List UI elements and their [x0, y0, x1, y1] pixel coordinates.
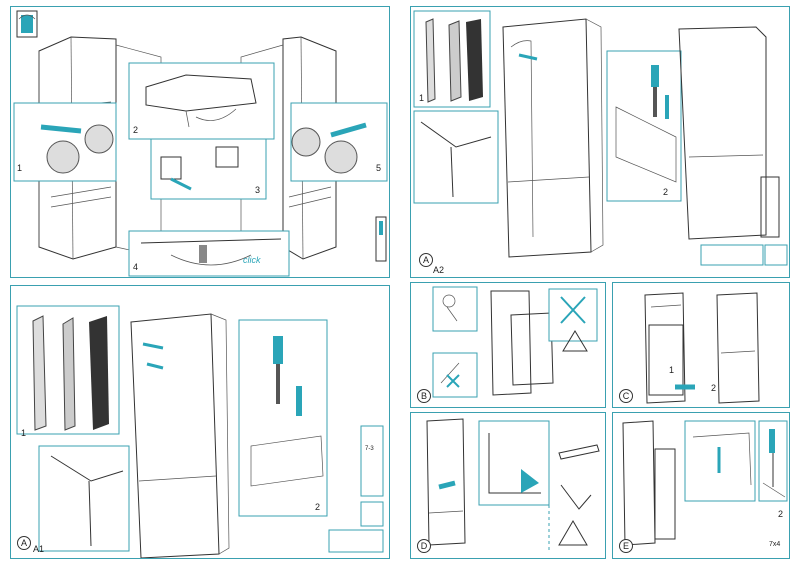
panel-D: D: [410, 412, 606, 559]
step-label-2: 2: [133, 125, 139, 135]
E-letter-badge: E: [619, 539, 633, 553]
panel-B: B: [410, 282, 606, 408]
A1-part-code: 7-3: [365, 446, 374, 452]
panel-A2: 1 2 A A2: [410, 6, 790, 278]
right-cabinet-drawing-A2: [678, 26, 780, 240]
A2-letter-badge: A: [419, 253, 433, 267]
A1-section-1: 1: [21, 428, 27, 438]
step-label-4: 4: [133, 262, 139, 272]
step-label-3: 3: [255, 185, 261, 195]
step-label-1: 1: [17, 163, 23, 173]
A1-section-2: 2: [315, 502, 321, 512]
E-step-2: 2: [778, 509, 784, 519]
A1-fridge-drawing: [130, 313, 230, 558]
A1-code: A1: [33, 544, 45, 554]
panel-A1: 1 2 A A1 7-3: [10, 285, 390, 559]
A2-illustration: [413, 10, 788, 266]
C-illustration: [644, 292, 760, 404]
A1-letter-badge: A: [17, 536, 31, 550]
tall-fridge-drawing: [502, 18, 604, 258]
A2-section-1: 1: [419, 93, 425, 103]
E-part-code: 7x4: [769, 541, 781, 548]
B-letter-badge: B: [417, 389, 431, 403]
C-step-1: 1: [669, 365, 675, 375]
panel-C: 1 2 C: [612, 282, 790, 408]
door-reversal-illustration: [13, 10, 388, 277]
E-illustration: [622, 420, 788, 546]
D-illustration: [426, 418, 600, 553]
step-label-5: 5: [376, 163, 382, 173]
B-illustration: [432, 286, 598, 398]
A2-section-2: 2: [663, 187, 669, 197]
C-letter-badge: C: [619, 389, 633, 403]
panel-E: 2 7x4 E: [612, 412, 790, 559]
D-letter-badge: D: [417, 539, 431, 553]
door-reversal-icon: [16, 10, 38, 38]
C-step-2: 2: [711, 383, 717, 393]
A2-code: A2: [433, 265, 445, 275]
A1-illustration: [16, 305, 384, 558]
panel-door-reversal: 1 2 3 4 5 click: [10, 6, 390, 278]
click-label: click: [243, 255, 261, 265]
